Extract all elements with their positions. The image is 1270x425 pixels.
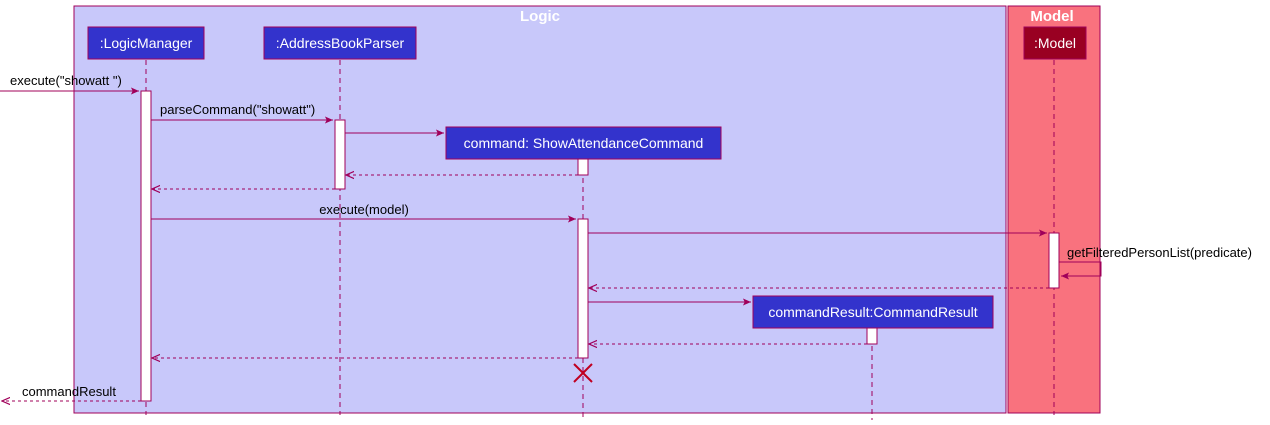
participant-command-result: commandResult:CommandResult	[752, 295, 994, 329]
logic-frame-box	[73, 5, 1007, 414]
activation-model	[1048, 232, 1060, 289]
destroy-icon	[573, 363, 593, 383]
participant-model: :Model	[1023, 26, 1087, 60]
msg-execute-showatt-label: execute("showatt ")	[10, 73, 122, 88]
activation-command-result	[866, 327, 878, 345]
participant-command-result-label: commandResult:CommandResult	[768, 304, 977, 320]
activation-command-execute	[577, 218, 589, 359]
participant-parser: :AddressBookParser	[263, 26, 417, 60]
model-frame-title: Model	[1030, 8, 1073, 25]
activation-logic-manager	[140, 90, 152, 402]
participant-model-label: :Model	[1034, 35, 1076, 51]
participant-parser-label: :AddressBookParser	[276, 35, 405, 51]
participant-logic-manager-label: :LogicManager	[100, 35, 193, 51]
logic-frame-title: Logic	[520, 8, 560, 25]
msg-self-call-arrow	[1059, 261, 1102, 280]
msg-command-result-label: commandResult	[22, 384, 116, 399]
participant-logic-manager: :LogicManager	[87, 26, 205, 60]
activations	[140, 90, 1060, 402]
activation-parser	[334, 119, 346, 190]
msg-execute-model-label: execute(model)	[319, 202, 409, 217]
msg-parse-command-label: parseCommand("showatt")	[160, 102, 315, 117]
msg-get-filtered-label: getFilteredPersonList(predicate)	[1067, 245, 1252, 260]
participant-command: command: ShowAttendanceCommand	[445, 126, 722, 160]
messages	[0, 87, 1102, 401]
participant-command-label: command: ShowAttendanceCommand	[464, 135, 704, 151]
activation-command-create	[577, 158, 589, 176]
logic-frame: Logic	[73, 5, 1007, 414]
